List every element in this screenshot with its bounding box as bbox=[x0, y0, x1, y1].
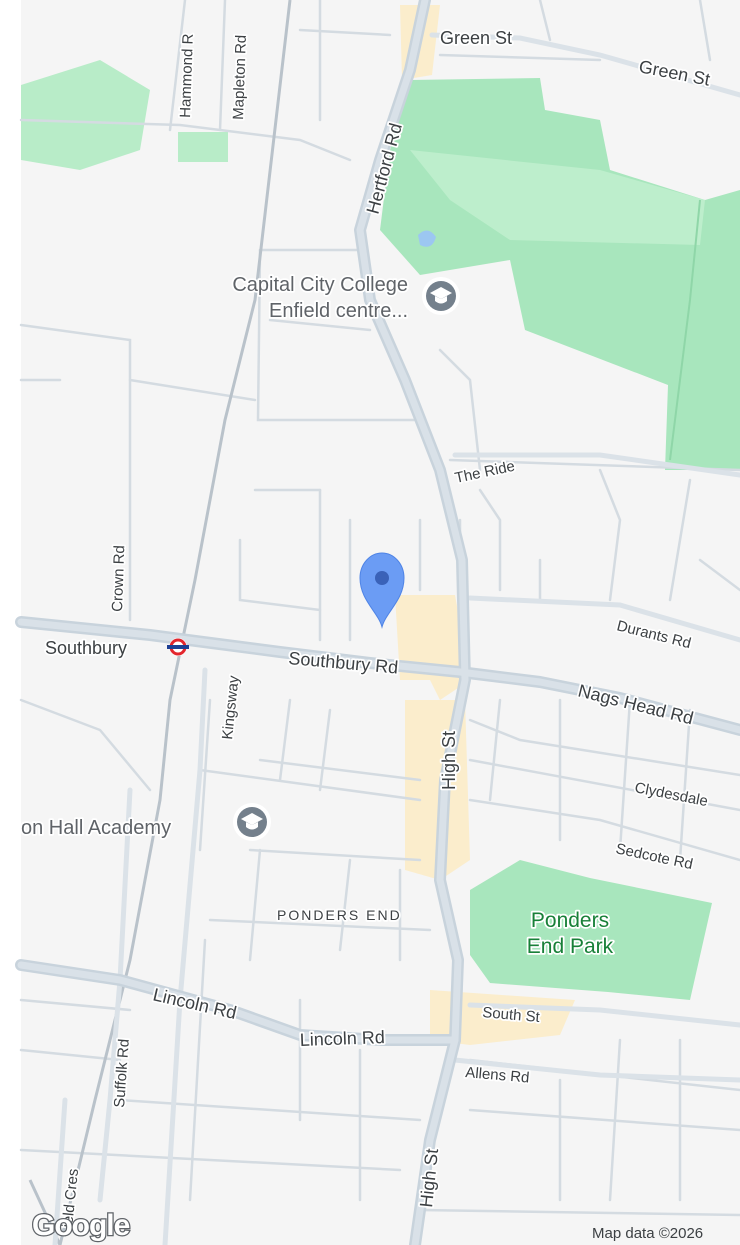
park-small bbox=[178, 132, 228, 162]
minor-roads bbox=[19, 0, 740, 1217]
road-label-mapleton: Mapleton Rd bbox=[230, 35, 250, 121]
park-ponders-end bbox=[470, 860, 712, 1000]
google-logo[interactable]: Google bbox=[31, 1208, 132, 1244]
station-southbury[interactable]: Southbury bbox=[43, 636, 189, 660]
attribution-bg bbox=[580, 1218, 740, 1245]
railway-line bbox=[58, 0, 292, 1245]
google-logo-text: Google bbox=[32, 1209, 130, 1242]
left-margin bbox=[0, 0, 21, 1245]
poi-label-college-line2: Enfield centre... bbox=[269, 300, 408, 322]
park-top-left bbox=[21, 60, 150, 170]
poi-label-academy: on Hall Academy bbox=[21, 817, 171, 839]
school-icon bbox=[422, 277, 460, 315]
poi-label-college-line1: Capital City College bbox=[232, 274, 408, 296]
road-label-hammond: Hammond R bbox=[177, 33, 197, 118]
road-label-lincoln-rd-2: Lincoln Rd bbox=[299, 1027, 385, 1050]
attribution[interactable]: Map data ©2026 bbox=[580, 1218, 740, 1245]
road-label-high-st-1: High St bbox=[439, 731, 459, 790]
major-roads-inner bbox=[17, 0, 740, 1245]
parks bbox=[21, 60, 740, 1000]
park-label-line1: Ponders bbox=[531, 909, 609, 932]
school-icon bbox=[233, 803, 271, 841]
tube-station-icon bbox=[167, 638, 189, 656]
park-pond bbox=[418, 230, 436, 247]
location-pin-icon[interactable] bbox=[359, 552, 405, 629]
park-label-line2: End Park bbox=[527, 935, 614, 958]
poi-capital-city-college[interactable]: Capital City College Enfield centre... bbox=[231, 272, 460, 324]
road-label-green-st-1: Green St bbox=[440, 28, 512, 48]
park-path bbox=[669, 199, 701, 461]
station-label-southbury: Southbury bbox=[45, 638, 127, 658]
road-label-crown-rd: Crown Rd bbox=[109, 545, 128, 612]
area-label-ponders-end: PONDERS END bbox=[277, 907, 402, 923]
road-label-suffolk-rd: Suffolk Rd bbox=[111, 1038, 133, 1108]
attribution-text: Map data ©2026 bbox=[592, 1225, 703, 1242]
secondary-roads bbox=[52, 32, 740, 1245]
poi-academy[interactable]: on Hall Academy bbox=[19, 803, 271, 841]
park-forty-hall-light bbox=[410, 150, 705, 245]
